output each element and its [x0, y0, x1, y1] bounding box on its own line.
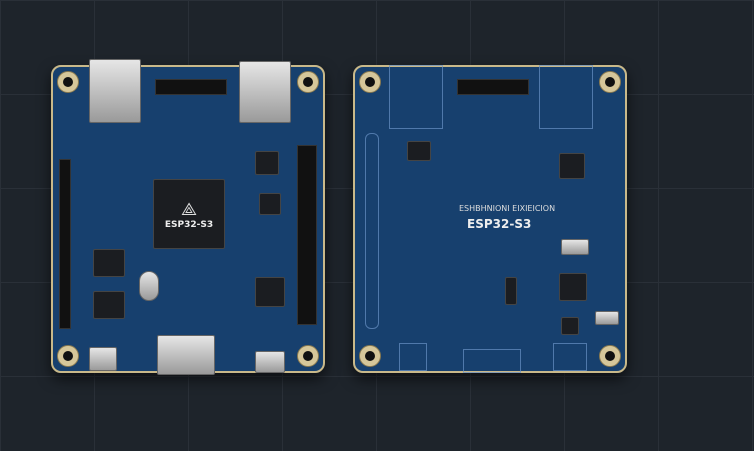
connector-footprint [389, 65, 443, 129]
usb-a-port [239, 61, 291, 123]
ic-chip [255, 277, 285, 307]
switch [595, 311, 619, 325]
micro-usb-port [89, 347, 117, 371]
chip-label: ESP32-S3 [467, 217, 532, 231]
mounting-hole [57, 345, 79, 367]
ic-chip [407, 141, 431, 161]
pin-header-top [457, 79, 529, 95]
mounting-hole [359, 71, 381, 93]
pin-header-left [59, 159, 71, 329]
mounting-hole [599, 71, 621, 93]
micro-usb-footprint [399, 343, 427, 371]
crystal [561, 239, 589, 255]
pin-header-top [155, 79, 227, 95]
ic-chip [505, 277, 517, 305]
pin-column-left [365, 133, 379, 329]
espressif-logo-icon: ⟁ [180, 198, 198, 220]
ethernet-port [89, 59, 141, 123]
mounting-hole [359, 345, 381, 367]
ic-chip [559, 273, 587, 301]
board-heading: ESHBHNIONI EIXIEICION [459, 204, 556, 213]
hdmi-footprint [463, 349, 521, 373]
chip-label: ESP32-S3 [164, 219, 214, 230]
usb-c-port [255, 351, 285, 373]
psram-chip [93, 291, 125, 319]
usb-c-footprint [553, 343, 587, 371]
esp32-s3-chip: ⟁ ESP32-S3 [153, 179, 225, 249]
pin-header-right [297, 145, 317, 325]
ic-chip [259, 193, 281, 215]
ic-chip [559, 153, 585, 179]
right-pcb-board: ESHBHNIONI EIXIEICION ESP32-S3 [353, 65, 627, 373]
mounting-hole [599, 345, 621, 367]
crystal [139, 271, 159, 301]
hdmi-port [157, 335, 215, 375]
mounting-hole [297, 345, 319, 367]
mounting-hole [297, 71, 319, 93]
left-pcb-board: ⟁ ESP32-S3 [51, 59, 325, 375]
connector-footprint [539, 65, 593, 129]
ic-chip [561, 317, 579, 335]
ic-chip [255, 151, 279, 175]
flash-chip [93, 249, 125, 277]
mounting-hole [57, 71, 79, 93]
